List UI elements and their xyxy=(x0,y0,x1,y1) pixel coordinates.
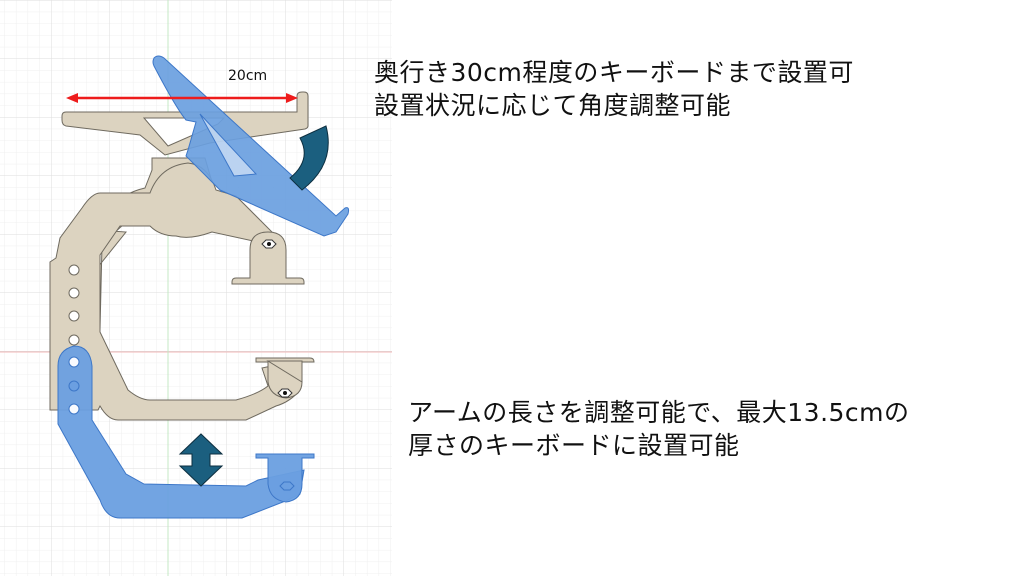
blue-arm xyxy=(57,345,315,519)
arm-body xyxy=(57,345,305,519)
dimension-arrow-20cm xyxy=(66,93,298,103)
lower-bracket xyxy=(255,453,315,503)
caption-arm-length: アームの長さを調整可能で、最大13.5cmの 厚さのキーボードに設置可能 xyxy=(408,396,910,462)
hex-bolts xyxy=(261,239,293,398)
upper-bracket xyxy=(231,231,305,285)
caption-line: 奥行き30cm程度のキーボードまで設置可 xyxy=(374,58,854,87)
adjust-holes xyxy=(68,264,80,346)
caption-line: 厚さのキーボードに設置可能 xyxy=(408,431,740,460)
dimension-label: 20cm xyxy=(228,68,268,84)
cad-viewport xyxy=(0,0,392,576)
caption-depth-angle: 奥行き30cm程度のキーボードまで設置可 設置状況に応じて角度調整可能 xyxy=(374,56,854,122)
arm-holes xyxy=(68,356,80,415)
caption-line: 設置状況に応じて角度調整可能 xyxy=(374,91,732,120)
height-adjust-indicator xyxy=(178,433,224,487)
blue-tilted-tray xyxy=(152,55,350,237)
caption-line: アームの長さを調整可能で、最大13.5cmの xyxy=(408,398,910,427)
beige-frame xyxy=(49,91,315,421)
angle-adjust-indicator xyxy=(289,125,329,191)
